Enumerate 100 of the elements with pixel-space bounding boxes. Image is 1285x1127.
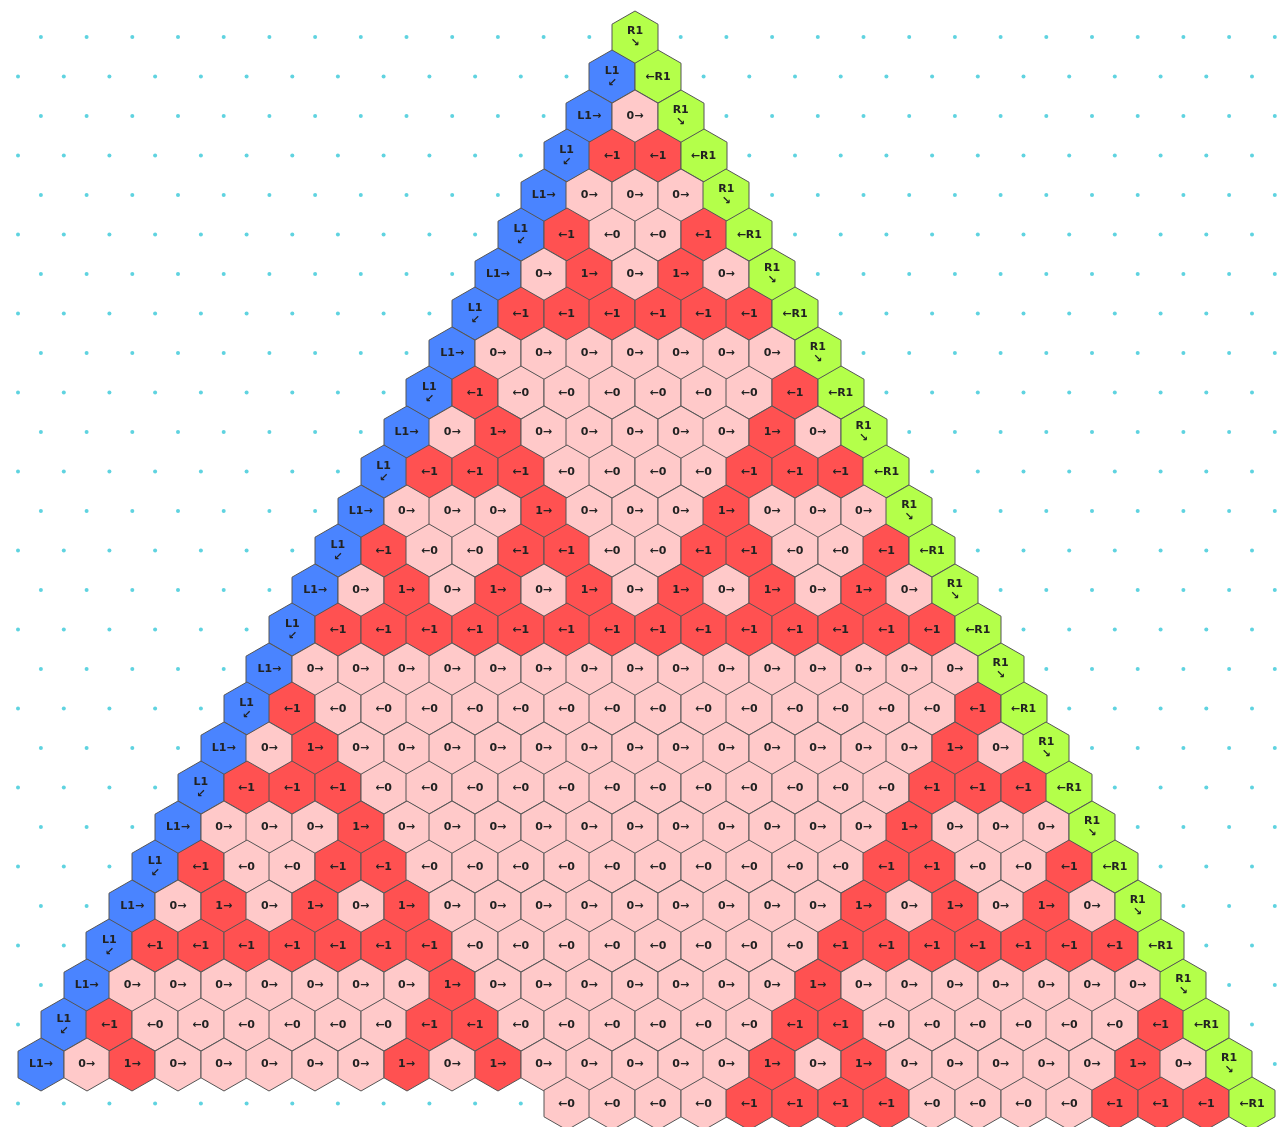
empty-cell <box>794 405 841 459</box>
cell-value: ←0 <box>649 702 667 715</box>
cell-value: 0→ <box>1129 979 1147 991</box>
empty-cell <box>886 958 933 1012</box>
cell-value: ←1 <box>695 544 712 557</box>
cell-value: ←0 <box>1106 1018 1124 1031</box>
right-edge-cell <box>1114 879 1161 933</box>
cell-value: ←0 <box>1060 1097 1078 1110</box>
cell-value: ←0 <box>740 939 758 952</box>
cell-value: ←0 <box>969 860 987 873</box>
live-cell <box>292 879 339 933</box>
cell-value: ←1 <box>923 939 941 952</box>
cell-value: ←1 <box>603 623 621 636</box>
empty-cell <box>726 840 773 893</box>
empty-cell <box>109 958 156 1012</box>
live-cell <box>223 761 270 814</box>
live-cell <box>794 958 841 1012</box>
live-cell <box>909 603 955 656</box>
cell-value: 1→ <box>489 584 507 596</box>
empty-cell <box>452 919 498 972</box>
empty-cell <box>772 761 818 814</box>
live-cell <box>452 998 498 1051</box>
cell-value: ←1 <box>558 544 575 557</box>
cell-value: 0→ <box>672 742 690 754</box>
cell-value: 0→ <box>535 663 553 675</box>
empty-cell <box>200 1037 247 1091</box>
live-cell <box>680 603 727 656</box>
live-cell <box>863 840 910 893</box>
empty-cell <box>452 682 498 735</box>
empty-cell <box>497 682 544 735</box>
empty-cell <box>1000 1077 1047 1127</box>
cell-value: L1→ <box>28 1058 53 1070</box>
cell-value: R1 ↘ <box>1174 973 1193 997</box>
cell-value: L1→ <box>348 505 373 517</box>
cell-value: 0→ <box>626 900 644 912</box>
cell-value: ←0 <box>832 544 850 557</box>
cell-value: 0→ <box>626 742 644 754</box>
cell-value: ←0 <box>603 781 621 794</box>
right-edge-cell <box>863 445 910 498</box>
cell-value: ←1 <box>1060 860 1078 873</box>
empty-cell <box>909 682 955 735</box>
cell-value: ←0 <box>832 860 850 873</box>
cell-value: ←0 <box>558 1097 575 1110</box>
cell-value: 1→ <box>489 1058 507 1070</box>
live-cell <box>863 524 910 577</box>
cell-value: ←1 <box>923 781 941 794</box>
empty-cell <box>634 761 681 814</box>
live-cell <box>406 603 453 656</box>
cell-value: 0→ <box>352 663 370 675</box>
empty-cell <box>1069 879 1115 933</box>
right-edge-cell <box>977 642 1024 696</box>
cell-value: L1→ <box>485 268 510 280</box>
cell-value: ←0 <box>786 544 804 557</box>
cell-value: ←0 <box>740 386 758 399</box>
live-cell <box>497 445 544 498</box>
cell-value: 0→ <box>855 663 872 675</box>
right-edge-cell <box>1137 919 1184 972</box>
cell-value: ←1 <box>420 465 438 478</box>
empty-cell <box>680 761 727 814</box>
empty-cell <box>794 484 841 538</box>
cell-value: 0→ <box>946 979 964 991</box>
cell-value: 0→ <box>443 505 461 517</box>
cell-value: 0→ <box>169 979 187 991</box>
empty-cell <box>452 840 498 893</box>
cell-value: ←R1 <box>1056 781 1082 794</box>
cell-value: ←1 <box>1060 939 1078 952</box>
cell-value: 0→ <box>855 979 872 991</box>
live-cell <box>817 998 864 1051</box>
cell-value: 0→ <box>1174 1058 1192 1070</box>
cell-value: 0→ <box>626 189 644 201</box>
cell-value: ←1 <box>603 149 621 162</box>
cell-value: 0→ <box>489 347 507 359</box>
live-cell <box>1137 998 1184 1051</box>
cell-value: 0→ <box>489 663 507 675</box>
cell-value: ←0 <box>923 1018 941 1031</box>
live-cell <box>1000 761 1047 814</box>
empty-cell <box>749 642 796 696</box>
live-cell <box>886 800 933 854</box>
cell-value: ←1 <box>329 623 347 636</box>
cell-value: 1→ <box>763 584 781 596</box>
empty-cell <box>474 642 521 696</box>
empty-cell <box>132 998 179 1051</box>
right-edge-cell <box>1046 761 1093 814</box>
cell-value: 0→ <box>626 584 644 596</box>
cell-value: L1→ <box>577 110 602 122</box>
empty-cell <box>772 919 818 972</box>
cell-value: 0→ <box>260 900 278 912</box>
cell-value: 0→ <box>580 979 598 991</box>
right-edge-cell <box>1160 958 1207 1012</box>
cell-value: ←1 <box>329 860 347 873</box>
cell-value: R1 ↘ <box>1082 815 1102 839</box>
cell-value: R1 ↘ <box>900 499 919 523</box>
live-cell <box>223 919 270 972</box>
cell-value: ←1 <box>923 623 941 636</box>
cell-value: ←0 <box>603 544 621 557</box>
empty-cell <box>292 1037 339 1091</box>
empty-cell <box>612 642 658 696</box>
cell-value: ←0 <box>420 781 438 794</box>
empty-cell <box>543 445 590 498</box>
empty-cell <box>794 721 841 775</box>
